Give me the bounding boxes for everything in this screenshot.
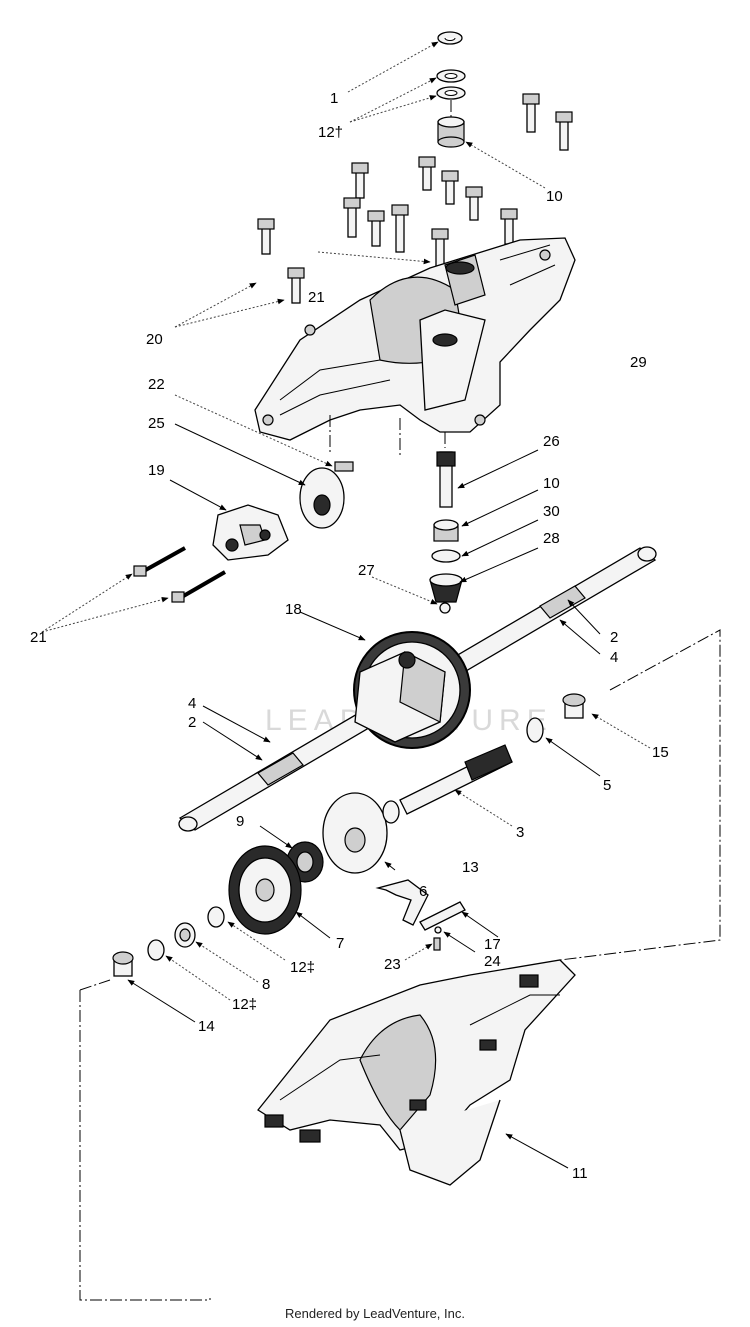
bushing-8 [174, 922, 196, 948]
detent-spring [433, 937, 441, 951]
washer-12a [207, 906, 225, 928]
callout-14: 14 [198, 1018, 215, 1035]
callout-6: 6 [419, 883, 427, 900]
leader-lines [41, 41, 651, 1169]
callout-13: 13 [462, 859, 479, 876]
callout-17: 17 [484, 936, 501, 953]
callout-2-right: 2 [610, 629, 618, 646]
callout-12-ddagger-b: 12‡ [232, 996, 257, 1013]
callout-15: 15 [652, 744, 669, 761]
callout-21-lower: 21 [30, 629, 47, 646]
callout-27: 27 [358, 562, 375, 579]
callout-9: 9 [236, 813, 244, 830]
callout-10-top: 10 [546, 188, 563, 205]
callout-18: 18 [285, 601, 302, 618]
callout-10-lower: 10 [543, 475, 560, 492]
callout-2-left: 2 [188, 714, 196, 731]
brake-assembly [212, 504, 289, 561]
brake-disk [299, 467, 345, 529]
callout-22: 22 [148, 376, 165, 393]
bevel-gear [429, 573, 463, 603]
callout-25: 25 [148, 415, 165, 432]
idler-gear [322, 792, 388, 874]
callout-28: 28 [543, 530, 560, 547]
bolt-group-top [257, 93, 573, 304]
detent-ball [434, 926, 442, 934]
callout-24: 24 [484, 953, 501, 970]
callout-4-right: 4 [610, 649, 618, 666]
shift-fork [375, 879, 429, 926]
callout-11: 11 [572, 1165, 588, 1182]
e-clip [437, 31, 463, 45]
callout-5: 5 [603, 777, 611, 794]
callout-1: 1 [330, 90, 338, 107]
brake-bolts [133, 546, 227, 603]
callout-21-top: 21 [308, 289, 325, 306]
shift-shaft [419, 901, 466, 931]
lower-housing [257, 959, 576, 1186]
washer-30 [431, 549, 461, 563]
washer-5 [526, 717, 544, 743]
differential-assembly [353, 631, 471, 749]
washer-small [382, 800, 400, 824]
callout-4-left: 4 [188, 695, 196, 712]
bushing-15 [562, 693, 586, 719]
input-shaft [436, 451, 456, 508]
bushing-14 [112, 951, 134, 977]
washer-12b [147, 939, 165, 961]
callout-29: 29 [630, 354, 647, 371]
callout-26: 26 [543, 433, 560, 450]
key [334, 461, 354, 472]
callout-12-dagger: 12† [318, 124, 343, 141]
callout-19: 19 [148, 462, 165, 479]
callout-23: 23 [384, 956, 401, 973]
footer-credit: Rendered by LeadVenture, Inc. [285, 1306, 465, 1321]
callout-3: 3 [516, 824, 524, 841]
countershaft [399, 744, 513, 815]
callout-12-ddagger-a: 12‡ [290, 959, 315, 976]
callout-30: 30 [543, 503, 560, 520]
drive-gear [228, 845, 302, 935]
thrust-washer-top [436, 69, 466, 100]
upper-housing [254, 237, 576, 441]
callout-labels: 1 12† 10 20 21 29 22 25 19 26 10 30 28 2… [30, 90, 669, 1182]
callout-7: 7 [336, 935, 344, 952]
callout-8: 8 [262, 976, 270, 993]
needle-bearing-lower [433, 519, 459, 542]
needle-bearing-top [437, 116, 465, 148]
retaining-ring [439, 602, 451, 614]
callout-20: 20 [146, 331, 163, 348]
